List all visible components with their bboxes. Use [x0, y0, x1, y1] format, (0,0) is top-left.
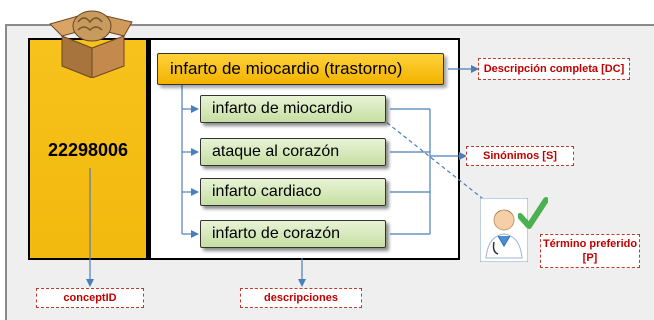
fully-specified-name: infarto de miocardio (trastorno) — [157, 53, 444, 85]
column-divider — [146, 40, 151, 258]
concept-id: 22298006 — [47, 140, 129, 160]
check-icon — [518, 197, 548, 229]
synonyms-label: Sinónimos [S] — [466, 146, 574, 166]
nut-box-icon — [49, 10, 133, 78]
preferred-term: infarto de miocardio — [200, 95, 386, 123]
synonym-2: infarto cardiaco — [200, 178, 386, 206]
dc-label: Descripción completa [DC] — [478, 58, 630, 80]
preferred-label: Término preferido [P] — [540, 234, 640, 268]
synonym-3: infarto de corazón — [200, 220, 386, 248]
descriptions-label: descripciones — [240, 288, 362, 308]
doctor-icon — [480, 198, 528, 262]
concept-id-label: conceptID — [36, 288, 144, 308]
synonym-1: ataque al corazón — [200, 138, 386, 166]
